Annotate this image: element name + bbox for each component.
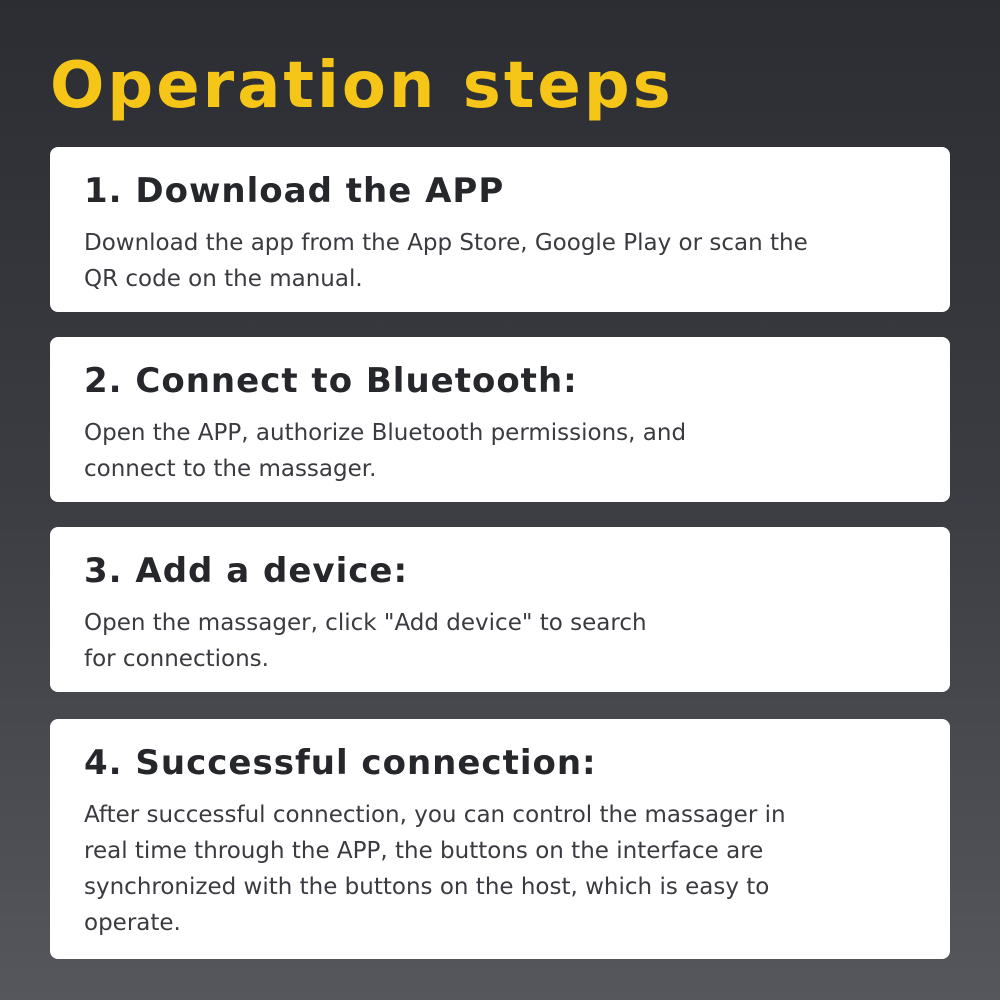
step-title: 1. Download the APP	[84, 171, 505, 211]
step-title: 4. Successful connection:	[84, 743, 597, 783]
page-title: Operation steps	[50, 49, 674, 123]
step-card-successful-connection: 4. Successful connection: After successf…	[50, 719, 950, 959]
step-title: 3. Add a device:	[84, 551, 409, 591]
step-card-add-device: 3. Add a device: Open the massager, clic…	[50, 527, 950, 692]
step-title: 2. Connect to Bluetooth:	[84, 361, 578, 401]
step-description: Open the APP, authorize Bluetooth permis…	[84, 420, 687, 482]
step-card-download-app: 1. Download the APP Download the app fro…	[50, 147, 950, 312]
step-description: Open the massager, click "Add device" to…	[84, 610, 647, 672]
step-description: After successful connection, you can con…	[84, 802, 786, 936]
step-description: Download the app from the App Store, Goo…	[84, 230, 808, 292]
step-card-connect-bluetooth: 2. Connect to Bluetooth: Open the APP, a…	[50, 337, 950, 502]
